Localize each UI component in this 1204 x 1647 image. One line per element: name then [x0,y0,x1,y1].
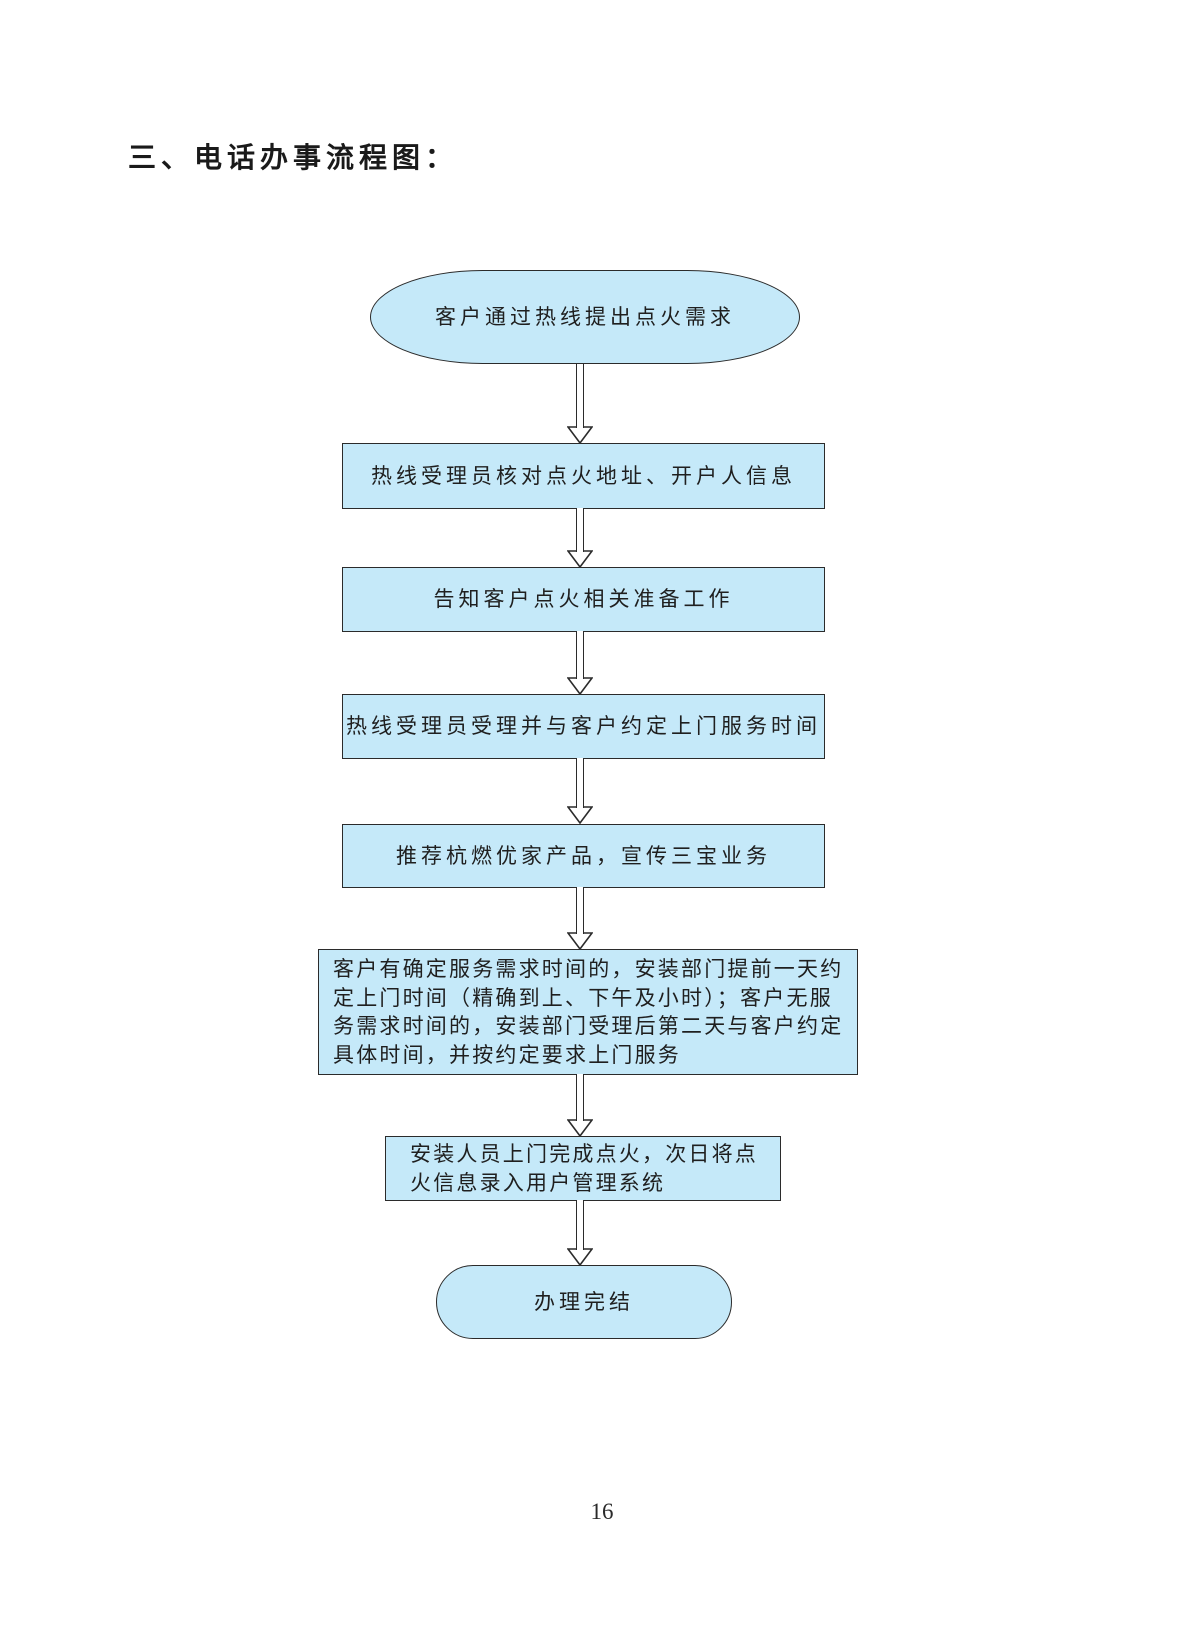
flow-node-recommend-products: 推荐杭燃优家产品，宣传三宝业务 [342,824,825,888]
arrow-shaft [576,887,584,935]
flow-node-inform-preparation: 告知客户点火相关准备工作 [342,567,825,632]
flow-node-schedule-service: 热线受理员受理并与客户约定上门服务时间 [342,694,825,759]
flow-node-end: 办理完结 [436,1265,732,1339]
flow-node-installation-appointment: 客户有确定服务需求时间的，安装部门提前一天约 定上门时间（精确到上、下午及小时）… [318,949,858,1075]
flow-arrow-1 [567,364,593,444]
flow-node-start: 客户通过热线提出点火需求 [370,270,800,364]
arrow-shaft [576,758,584,809]
page-number: 16 [590,1499,614,1524]
flow-arrow-4 [567,758,593,824]
arrow-shaft [576,364,584,429]
flow-node-complete-ignition: 安装人员上门完成点火，次日将点 火信息录入用户管理系统 [385,1136,781,1201]
arrow-head-icon [567,677,593,695]
flow-arrow-7 [567,1200,593,1266]
arrow-head-icon [567,806,593,824]
flow-arrow-2 [567,508,593,568]
arrow-head-icon [567,932,593,950]
flow-node-verify-info: 热线受理员核对点火地址、开户人信息 [342,443,825,509]
page-title: 三、电话办事流程图： [128,142,459,173]
arrow-head-icon [567,1119,593,1137]
arrow-head-icon [567,550,593,568]
arrow-shaft [576,631,584,680]
arrow-shaft [576,508,584,553]
flow-arrow-3 [567,631,593,695]
flow-arrow-5 [567,887,593,950]
arrow-shaft [576,1200,584,1251]
arrow-head-icon [567,426,593,444]
arrow-head-icon [567,1248,593,1266]
flow-arrow-6 [567,1074,593,1137]
arrow-shaft [576,1074,584,1122]
